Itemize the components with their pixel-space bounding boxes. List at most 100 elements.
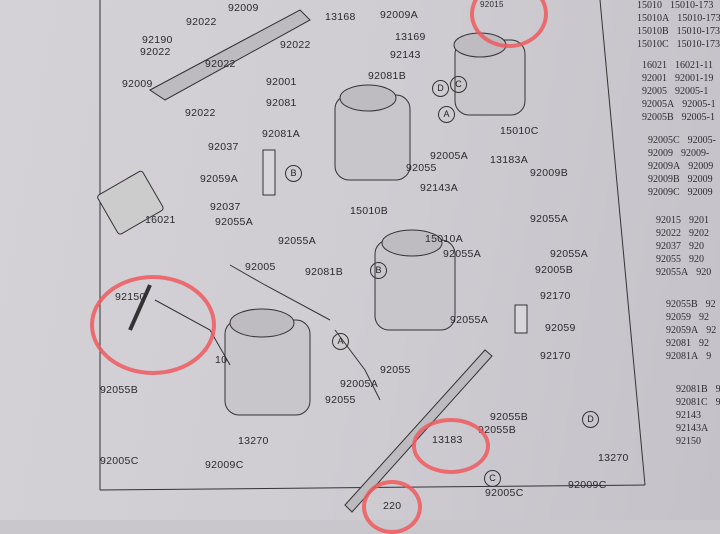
part-label: 92037 [208, 141, 239, 153]
callout-a: A [332, 333, 349, 350]
part-label: 92081B [368, 70, 407, 82]
part-label: 92005C [485, 487, 524, 499]
part-label: 16021 [145, 214, 176, 226]
part-label: 15010C [500, 125, 539, 137]
part-label: 92022 [186, 16, 217, 28]
part-label: 92081B [305, 266, 344, 278]
part-label: 92022 [140, 46, 171, 58]
callout-c: C [484, 470, 501, 487]
part-label: 10 [215, 354, 228, 366]
part-label: 13169 [395, 31, 426, 43]
part-label: 92005 [245, 261, 276, 273]
part-label: 92009A [380, 9, 419, 21]
part-label: 92081A [262, 128, 301, 140]
callout-a: A [438, 106, 455, 123]
callout-c: C [450, 76, 467, 93]
part-label: 15010A [425, 233, 464, 245]
part-16021 [97, 170, 164, 235]
part-label: 92190 [142, 34, 173, 46]
part-label: 92059 [545, 322, 576, 334]
linkage-bar [149, 9, 311, 101]
part-label: 92009C [205, 459, 244, 471]
part-label: 92055B [490, 411, 529, 423]
parts-list-row: 92143 [676, 410, 701, 421]
part-label: 92143A [420, 182, 459, 194]
part-label: 92055B [478, 424, 517, 436]
part-label: 92022 [205, 58, 236, 70]
carburetor-15010 [224, 308, 311, 416]
part-label: 92005B [535, 264, 574, 276]
part-label: 92009B [530, 167, 569, 179]
tube-92059a [262, 149, 276, 196]
part-label: 92170 [540, 290, 571, 302]
page-border-right [599, 0, 646, 486]
leader-92005 [229, 264, 331, 321]
part-label: 92081 [266, 97, 297, 109]
part-label: 15010B [350, 205, 389, 217]
tube-92059 [514, 304, 528, 334]
carburetor-15010a [374, 229, 456, 331]
part-label: 92055B [100, 384, 139, 396]
part-label: 92055A [550, 248, 589, 260]
part-label: 13270 [598, 452, 629, 464]
part-label: 13270 [238, 435, 269, 447]
parts-list-row: 92143A [676, 423, 709, 434]
part-label: 92009 [122, 78, 153, 90]
part-label: 92055A [443, 248, 482, 260]
part-label: 92055A [215, 216, 254, 228]
part-label: 92055A [278, 235, 317, 247]
part-label: 92055A [450, 314, 489, 326]
carburetor-15010b [334, 84, 411, 181]
parts-list-row: 92150 [676, 436, 701, 447]
diagram-drawing [97, 0, 646, 513]
part-label: 92022 [185, 107, 216, 119]
annotation-circle-92150 [90, 275, 216, 375]
part-label: 92055 [406, 162, 437, 174]
part-label: 13183A [490, 154, 529, 166]
part-label: 13168 [325, 11, 356, 23]
callout-b: B [370, 262, 387, 279]
part-label: 92005C [100, 455, 139, 467]
annotation-circle-13183 [412, 418, 490, 474]
callout-d: D [432, 80, 449, 97]
part-label: 92009 [228, 2, 259, 14]
part-label: 92009C [568, 479, 607, 491]
part-label: 92005A [340, 378, 379, 390]
part-label: 92055A [530, 213, 569, 225]
part-label: 92143 [390, 49, 421, 61]
part-label: 92005A [430, 150, 469, 162]
part-label: 92055 [380, 364, 411, 376]
part-label: 92055 [325, 394, 356, 406]
annotation-circle-92015 [470, 0, 548, 48]
callout-b: B [285, 165, 302, 182]
